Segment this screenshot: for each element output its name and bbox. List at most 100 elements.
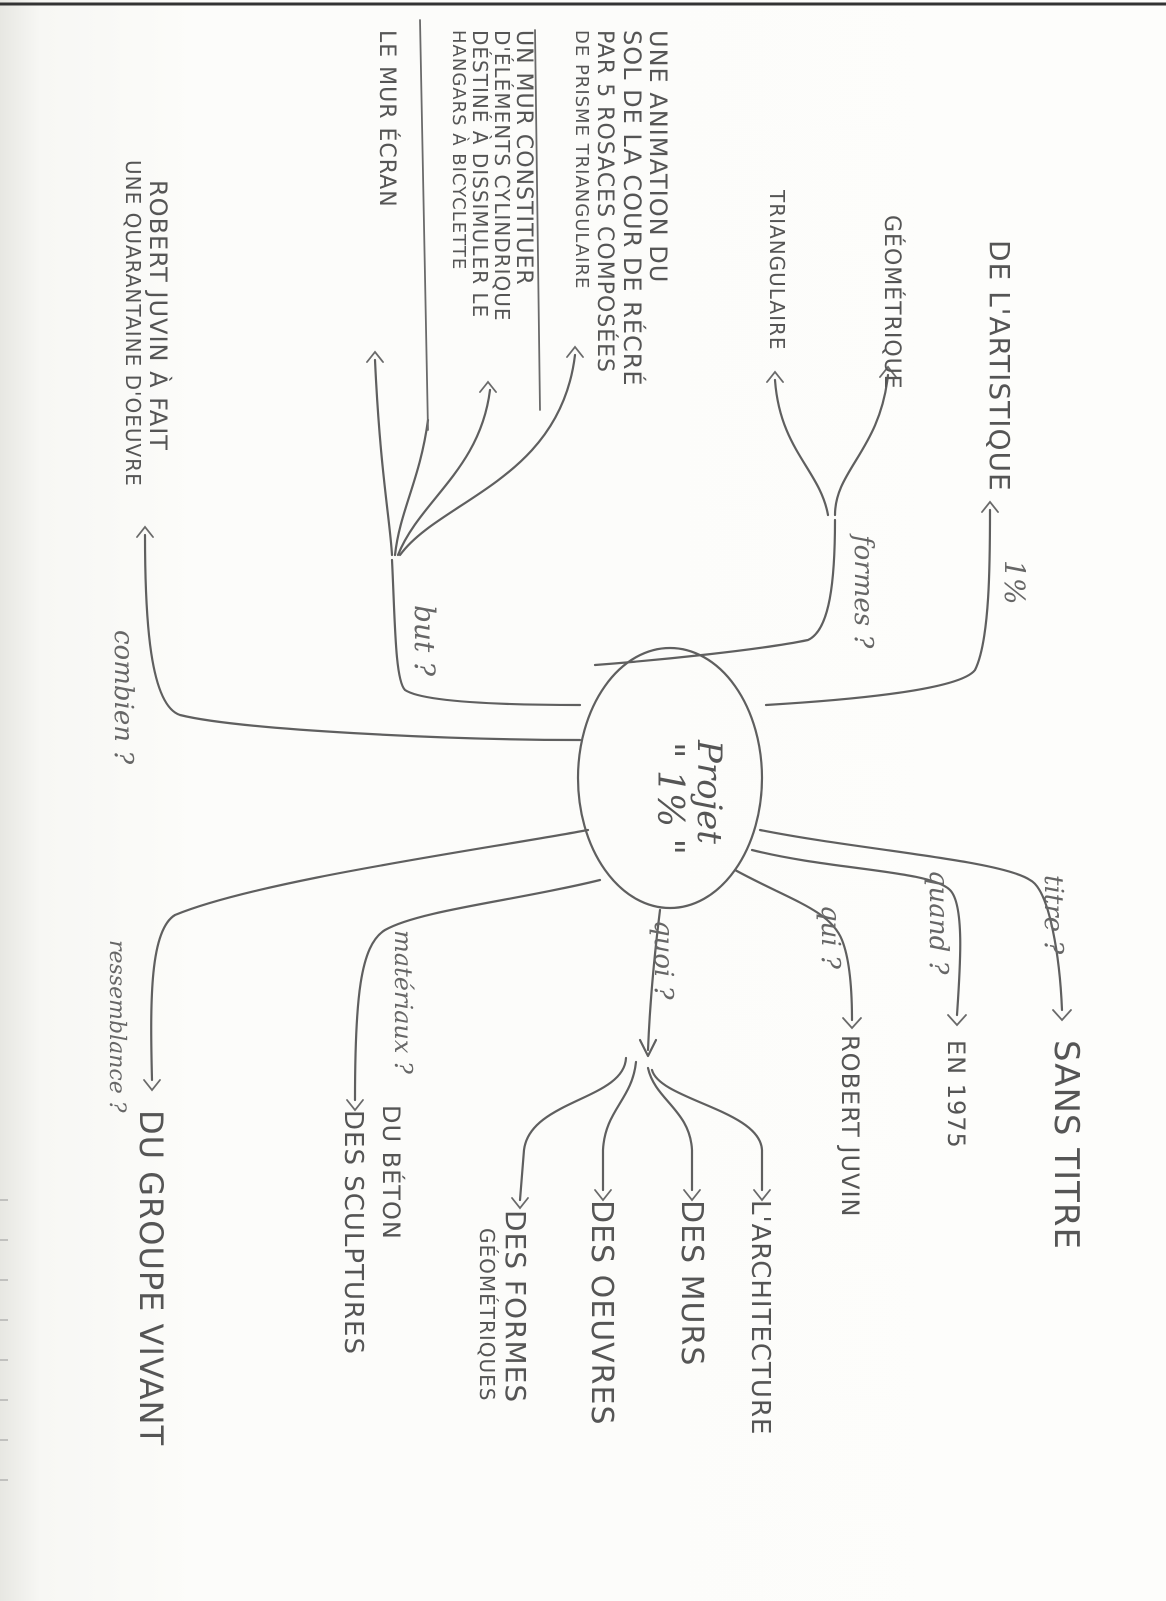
svg-text:ROBERT JUVIN À FAIT: ROBERT JUVIN À FAIT (144, 180, 173, 451)
svg-text:ressemblance ?: ressemblance ? (104, 940, 129, 1113)
answer-artistique: DE L'ARTISTIQUE (983, 240, 1016, 492)
arrow-architecture (753, 1189, 771, 1202)
svg-text:DES MURS: DES MURS (674, 1200, 709, 1366)
svg-text:Projet: Projet (689, 739, 729, 844)
arrow-oeuvres (594, 1189, 612, 1202)
answer-mur-cylindrique: UN MUR CONSTITUER D'ÉLÉMENTS CYLINDRIQUE… (448, 30, 536, 321)
arrow-artistique (981, 500, 999, 513)
arrow-murs (683, 1189, 701, 1202)
arrow-triangulaire (766, 370, 784, 383)
but-fork-4 (398, 353, 577, 557)
svg-text:quoi ?: quoi ? (648, 920, 678, 1001)
separator-anim-left (534, 29, 541, 411)
answer-animation: UNE ANIMATION DU SOL DE LA COUR DE RÉCRÉ… (571, 30, 672, 387)
branch-qui (733, 868, 854, 1022)
answer-geometrique: GÉOMÉTRIQUE (879, 215, 905, 390)
svg-text:DE PRISME TRIANGULAIRE: DE PRISME TRIANGULAIRE (571, 30, 592, 289)
arrow-robert (842, 1017, 862, 1030)
arrow-mur (479, 380, 497, 393)
svg-text:DU BÉTON: DU BÉTON (377, 1105, 406, 1240)
label-titre: titre ? (1038, 875, 1068, 955)
arrow-ecran (366, 350, 384, 363)
answer-robert-quarantaine: ROBERT JUVIN À FAIT UNE QUARANTAINE D'OE… (121, 160, 173, 487)
center-node (576, 646, 764, 910)
branch-ressemblance (150, 828, 590, 1082)
formes-fork-tri (773, 378, 830, 517)
svg-text:UNE QUARANTAINE D'OEUVRE: UNE QUARANTAINE D'OEUVRE (121, 160, 145, 487)
svg-text:L'ARCHITECTURE: L'ARCHITECTURE (745, 1200, 775, 1435)
but-fork-2 (393, 418, 430, 557)
label-ressemblance: ressemblance ? (104, 940, 129, 1113)
answer-architecture: L'ARCHITECTURE (745, 1200, 775, 1435)
svg-text:DES FORMES: DES FORMES (499, 1210, 532, 1403)
scan-marks (0, 1199, 8, 1481)
arrow-formes-geo (511, 1197, 529, 1210)
arrow-animation (566, 345, 584, 358)
label-pct: 1% (998, 560, 1031, 604)
label-materiaux: matériaux ? (389, 930, 417, 1074)
branch-architecture (650, 1068, 764, 1192)
label-quoi: quoi ? (648, 920, 678, 1001)
svg-text:D'ÉLÉMENTS CYLINDRIQUE: D'ÉLÉMENTS CYLINDRIQUE (490, 30, 514, 321)
label-formes: formes ? (848, 533, 878, 649)
branch-quoi (646, 908, 662, 1052)
svg-text:UN MUR CONSTITUER: UN MUR CONSTITUER (511, 30, 536, 286)
svg-text:but ?: but ? (408, 605, 441, 677)
branch-des-oeuvres (601, 1060, 638, 1192)
formes-fork-geo (833, 373, 890, 517)
svg-text:DES OEUVRES: DES OEUVRES (584, 1200, 619, 1426)
arrow-vivant (143, 1079, 161, 1092)
svg-text:" 1% ": " 1% " (649, 742, 690, 855)
svg-text:EN 1975: EN 1975 (942, 1040, 970, 1149)
branch-materiaux (353, 878, 602, 1102)
branch-formes-geo (518, 1056, 628, 1202)
svg-text:DÉSTINÉ À DISSIMULER LE: DÉSTINÉ À DISSIMULER LE (468, 30, 492, 318)
svg-text:DU GROUPE VIVANT: DU GROUPE VIVANT (132, 1110, 170, 1446)
but-fork-1 (373, 358, 394, 557)
label-qui: qui ? (815, 905, 845, 970)
label-combien: combien ? (108, 630, 138, 765)
answer-des-murs: DES MURS (674, 1200, 709, 1366)
svg-text:qui ?: qui ? (815, 905, 845, 970)
svg-text:LE MUR ÉCRAN: LE MUR ÉCRAN (374, 30, 400, 208)
svg-text:matériaux ?: matériaux ? (389, 930, 417, 1074)
arrow-1975 (947, 1014, 967, 1027)
branch-combien (143, 533, 582, 742)
svg-text:TRIANGULAIRE: TRIANGULAIRE (765, 189, 789, 351)
svg-text:ROBERT JUVIN: ROBERT JUVIN (836, 1035, 864, 1218)
center-label: Projet " 1% " (649, 739, 729, 855)
quoi-arrow (638, 1038, 658, 1058)
svg-text:DES SCULPTURES: DES SCULPTURES (338, 1110, 368, 1355)
svg-text:formes ?: formes ? (848, 533, 878, 649)
svg-text:quand ?: quand ? (923, 870, 953, 976)
label-but: but ? (408, 605, 441, 677)
svg-text:SOL DE LA COUR DE RÉCRÉ: SOL DE LA COUR DE RÉCRÉ (618, 30, 647, 387)
separator-mur-left (419, 19, 429, 431)
answer-groupe-vivant: DU GROUPE VIVANT (132, 1110, 170, 1446)
svg-text:combien ?: combien ? (108, 630, 138, 765)
answer-du-beton: DU BÉTON (377, 1105, 406, 1240)
answer-mur-ecran: LE MUR ÉCRAN (374, 30, 400, 208)
answer-robert-juvin: ROBERT JUVIN (836, 1035, 864, 1218)
answer-formes-geo: DES FORMES GÉOMÉTRIQUES (475, 1210, 532, 1403)
svg-text:UNE ANIMATION DU: UNE ANIMATION DU (644, 30, 672, 283)
answer-en-1975: EN 1975 (942, 1040, 970, 1149)
answer-des-oeuvres: DES OEUVRES (584, 1200, 619, 1426)
arrow-beton (346, 1099, 364, 1112)
svg-text:SANS TITRE: SANS TITRE (1046, 1040, 1086, 1250)
arrow-sans-titre (1052, 1009, 1072, 1022)
arrow-geometrique (879, 365, 897, 378)
label-quand: quand ? (923, 870, 953, 976)
answer-sans-titre: SANS TITRE (1046, 1040, 1086, 1250)
branch-formes (593, 518, 837, 667)
branch-quand (750, 848, 962, 1017)
svg-text:GÉOMÉTRIQUE: GÉOMÉTRIQUE (879, 215, 905, 390)
svg-text:GÉOMÉTRIQUES: GÉOMÉTRIQUES (475, 1228, 499, 1402)
svg-text:DE L'ARTISTIQUE: DE L'ARTISTIQUE (983, 240, 1016, 492)
branch-pct (764, 508, 992, 707)
branch-but (390, 558, 582, 707)
answer-des-sculptures: DES SCULPTURES (338, 1110, 368, 1355)
svg-text:titre ?: titre ? (1038, 875, 1068, 955)
